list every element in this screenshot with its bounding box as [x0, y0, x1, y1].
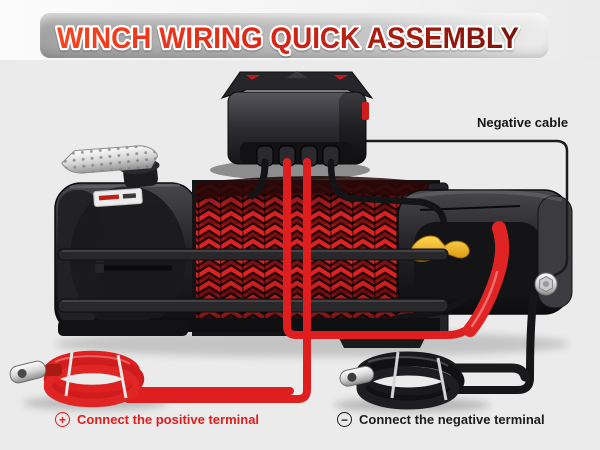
handle-red-accent-right — [334, 75, 348, 80]
negative-motor-cable — [448, 288, 538, 394]
minus-circle-icon: − — [337, 412, 352, 427]
positive-cable-coil — [9, 350, 145, 408]
clutch-lever-chrome — [61, 145, 160, 188]
negative-terminal-caption: − Connect the negative terminal — [337, 412, 545, 427]
handle-red-accent-left — [246, 75, 260, 80]
title-text-layer: WINCH WIRING QUICK ASSEMBLY — [55, 20, 522, 58]
tie-bars — [57, 248, 449, 313]
negative-terminal-text: Connect the negative terminal — [359, 412, 545, 427]
plus-circle-icon: + — [55, 412, 70, 427]
negative-cable-label: Negative cable — [477, 115, 569, 130]
cable-tie — [390, 351, 400, 399]
ground-bolt — [534, 272, 558, 296]
page-title: WINCH WIRING QUICK ASSEMBLY — [57, 22, 519, 55]
positive-ring-terminal — [9, 360, 47, 384]
black-coil-return-loop — [447, 363, 530, 382]
negative-ring-terminal — [339, 365, 375, 387]
brand-label-sticker — [93, 188, 143, 207]
crimp-sleeve — [44, 364, 62, 376]
port-cable-black-right — [327, 158, 448, 230]
positive-battery-cable — [124, 158, 311, 403]
cable-tie — [436, 357, 448, 401]
positive-terminal-caption: + Connect the positive terminal — [55, 412, 259, 427]
control-box-red-tab — [362, 102, 369, 120]
port-cable-black-left — [248, 158, 269, 200]
title-banner — [40, 13, 548, 58]
negative-cable-coil — [339, 351, 465, 410]
cable-ports — [256, 145, 340, 167]
positive-terminal-text: Connect the positive terminal — [77, 412, 260, 427]
cable-tie — [116, 354, 128, 399]
positive-terminal-boot — [463, 221, 509, 337]
cable-tie — [64, 351, 74, 397]
